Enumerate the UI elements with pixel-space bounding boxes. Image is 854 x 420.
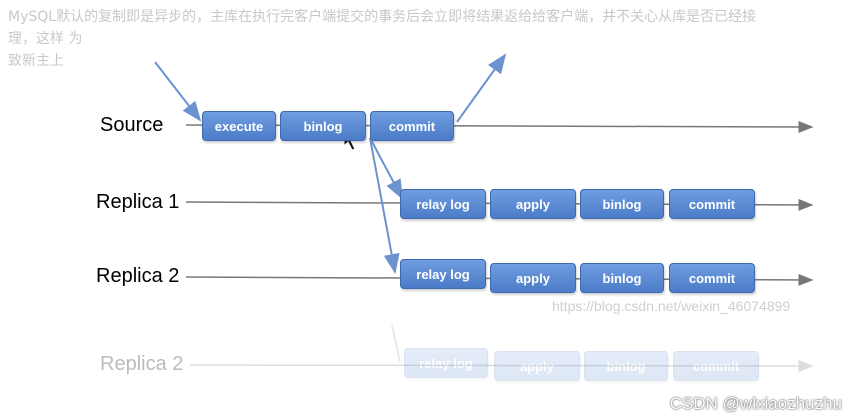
reflection-timeline <box>189 359 814 372</box>
binlog-to-replica1-arrow <box>369 137 403 200</box>
commit-step: commit <box>370 111 454 141</box>
binlog-to-replica2-arrow <box>369 137 400 274</box>
background-paragraph: MySQL默认的复制即是异步的，主库在执行完客户端提交的事务后会立即将结果返给给… <box>8 6 854 76</box>
client-request-arrow <box>154 61 202 122</box>
reflection-commit-step: commit <box>673 351 759 381</box>
background-line: 理，这样 为 <box>8 31 83 47</box>
background-line: MySQL默认的复制即是异步的，主库在执行完客户端提交的事务后会立即将结果返给给… <box>8 9 757 25</box>
reflection-label: Replica 2 <box>100 353 184 375</box>
relay-log-step: relay log <box>400 189 486 219</box>
client-response-arrow <box>456 53 507 123</box>
csdn-credit: CSDN @wlxiaozhuzhu <box>669 394 842 413</box>
replica1-label: Replica 1 <box>96 191 180 213</box>
binlog-step: binlog <box>280 111 366 141</box>
relay-log-step: relay log <box>400 259 486 289</box>
url-watermark: https://blog.csdn.net/weixin_46074899 <box>552 298 791 314</box>
reflection-binlog-step: binlog <box>584 351 668 381</box>
reflection-apply-step: apply <box>494 351 580 381</box>
commit-step: commit <box>669 189 755 219</box>
binlog-step: binlog <box>580 189 664 219</box>
binlog-step: binlog <box>580 263 664 293</box>
apply-step: apply <box>490 263 576 293</box>
source-label: Source <box>100 114 164 136</box>
apply-step: apply <box>490 189 576 219</box>
background-line: 致新主上 <box>8 53 64 69</box>
reflection-relay-log-step: relay log <box>404 348 488 378</box>
reflection-arrow <box>391 324 401 363</box>
replica2-label: Replica 2 <box>96 265 180 287</box>
commit-step: commit <box>669 263 755 293</box>
execute-step: execute <box>202 111 276 141</box>
